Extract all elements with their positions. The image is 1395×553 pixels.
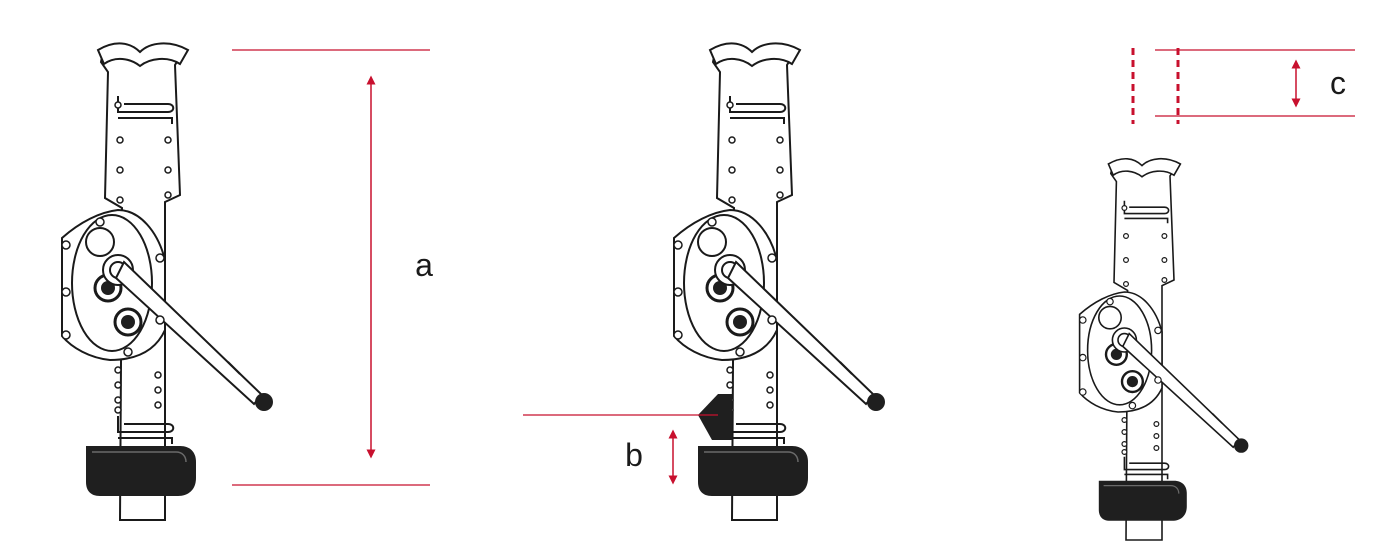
dimension-a: a — [232, 49, 433, 486]
toe-lift-claw — [698, 394, 732, 440]
jack-figure-stroke — [1078, 157, 1250, 542]
dimension-b: b — [523, 414, 718, 485]
jack-figure-full-height — [60, 41, 275, 522]
dimension-b-label: b — [625, 437, 643, 473]
dimension-a-label: a — [415, 247, 433, 283]
dimension-c-label: c — [1330, 65, 1346, 101]
jack-figure-toe-height — [672, 41, 887, 522]
dimension-c: c — [1131, 48, 1355, 124]
